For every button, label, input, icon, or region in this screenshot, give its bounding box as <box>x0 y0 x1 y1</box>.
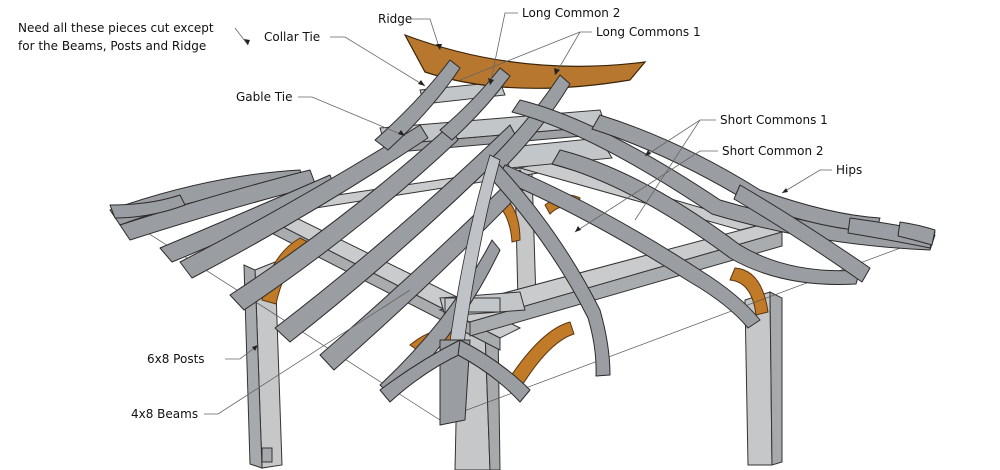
hip-rafter <box>379 154 531 426</box>
gable-tie-label: Gable Tie <box>236 90 292 104</box>
short-commons-1-label: Short Commons 1 <box>720 113 828 127</box>
post-base-tenon <box>261 447 273 463</box>
collar-tie-label: Collar Tie <box>264 30 320 44</box>
eave-rafter-ends <box>109 194 936 246</box>
label-ridge: Ridge <box>378 12 442 51</box>
long-common-2-label: Long Common 2 <box>522 6 620 20</box>
beams-label: 4x8 Beams <box>131 407 198 421</box>
label-gable-tie: Gable Tie <box>236 90 406 137</box>
right-rafters <box>484 99 936 377</box>
label-short-common-2: Short Common 2 <box>574 144 824 233</box>
note-line-2: for the Beams, Posts and Ridge <box>18 39 206 53</box>
post-front-left <box>243 261 283 469</box>
label-collar-tie: Collar Tie <box>264 30 426 87</box>
long-commons <box>374 59 571 171</box>
ridge-beam <box>403 33 647 89</box>
label-posts: 6x8 Posts <box>147 344 259 366</box>
long-commons-1-label: Long Commons 1 <box>596 25 701 39</box>
short-common-2-label: Short Common 2 <box>722 144 824 158</box>
hips-label: Hips <box>836 163 862 177</box>
note-line-1: Need all these pieces cut except <box>18 21 214 35</box>
posts-label: 6x8 Posts <box>147 352 205 366</box>
label-long-commons-1: Long Commons 1 <box>459 25 701 81</box>
label-hips: Hips <box>781 163 862 194</box>
label-short-commons-1: Short Commons 1 <box>634 113 828 221</box>
note-block: Need all these pieces cut except for the… <box>18 21 250 53</box>
label-beams: 4x8 Beams <box>131 289 411 421</box>
ridge-label: Ridge <box>378 12 412 26</box>
label-long-common-2: Long Common 2 <box>488 6 620 86</box>
